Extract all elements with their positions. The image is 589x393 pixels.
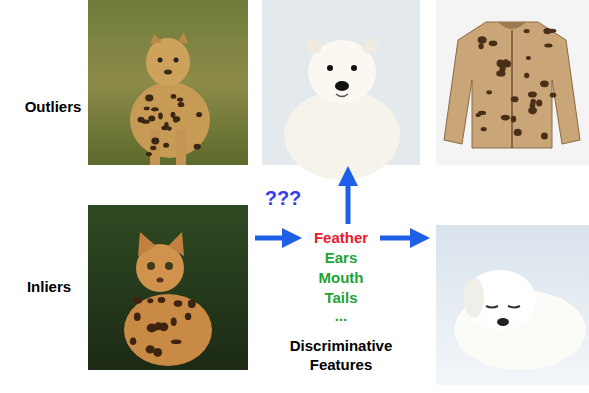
feature-name: Tails (324, 289, 357, 308)
arrow-right (380, 236, 420, 241)
spot (188, 300, 196, 308)
spot (151, 138, 159, 145)
spot (173, 116, 180, 122)
spot (171, 94, 177, 99)
spot (194, 144, 201, 150)
spot (148, 116, 155, 122)
jacket-photo (436, 0, 589, 165)
spot (178, 102, 185, 107)
spot (185, 313, 191, 320)
feature-name: Ears (325, 249, 358, 268)
spot (133, 297, 142, 304)
spot (153, 326, 158, 331)
spot (177, 97, 183, 101)
spot (503, 59, 509, 66)
spot (144, 107, 150, 111)
question-marks: ??? (265, 186, 302, 211)
spot (500, 66, 506, 72)
spot (486, 90, 492, 94)
spot (511, 96, 519, 102)
spot (550, 92, 557, 97)
bengal-cat-photo (88, 205, 248, 370)
spot (540, 80, 549, 87)
spot (541, 132, 548, 139)
spot (151, 107, 158, 111)
spot (479, 43, 484, 49)
spot (544, 44, 552, 48)
spot (146, 152, 152, 156)
spot (171, 340, 182, 345)
spot (150, 146, 156, 150)
spot (489, 40, 498, 46)
spot (160, 322, 169, 331)
white-dog-photo (436, 225, 589, 385)
feature-name: Feather (314, 229, 368, 248)
spot (196, 112, 202, 117)
spot (146, 345, 155, 353)
feature-name: Mouth (319, 269, 364, 288)
row-label: Outliers (25, 98, 82, 117)
spot (130, 338, 136, 346)
spot (163, 143, 169, 148)
spot (543, 28, 551, 34)
spot (145, 95, 153, 102)
spot (147, 298, 153, 303)
spot (524, 29, 530, 33)
spot (536, 99, 542, 106)
spot (161, 126, 168, 130)
spot (158, 113, 163, 120)
spot (158, 297, 166, 303)
spot (524, 73, 529, 79)
arrow-right (255, 236, 292, 241)
row-label: Inliers (27, 278, 71, 297)
spot (171, 318, 177, 327)
spot (476, 113, 481, 117)
group-caption: Discriminative Features (281, 337, 401, 375)
polar-bear-photo (262, 0, 420, 180)
spot (501, 115, 510, 121)
spot (134, 313, 141, 322)
spot (481, 127, 487, 131)
spot (478, 36, 487, 44)
feature-name: ... (335, 307, 348, 326)
spot (514, 129, 522, 136)
arrow-up (346, 176, 351, 224)
spot (528, 107, 537, 115)
spot (138, 117, 145, 123)
spot (528, 91, 537, 97)
spot (174, 300, 183, 307)
leopard-photo (88, 0, 248, 165)
spot (511, 116, 516, 123)
spot (526, 56, 531, 60)
